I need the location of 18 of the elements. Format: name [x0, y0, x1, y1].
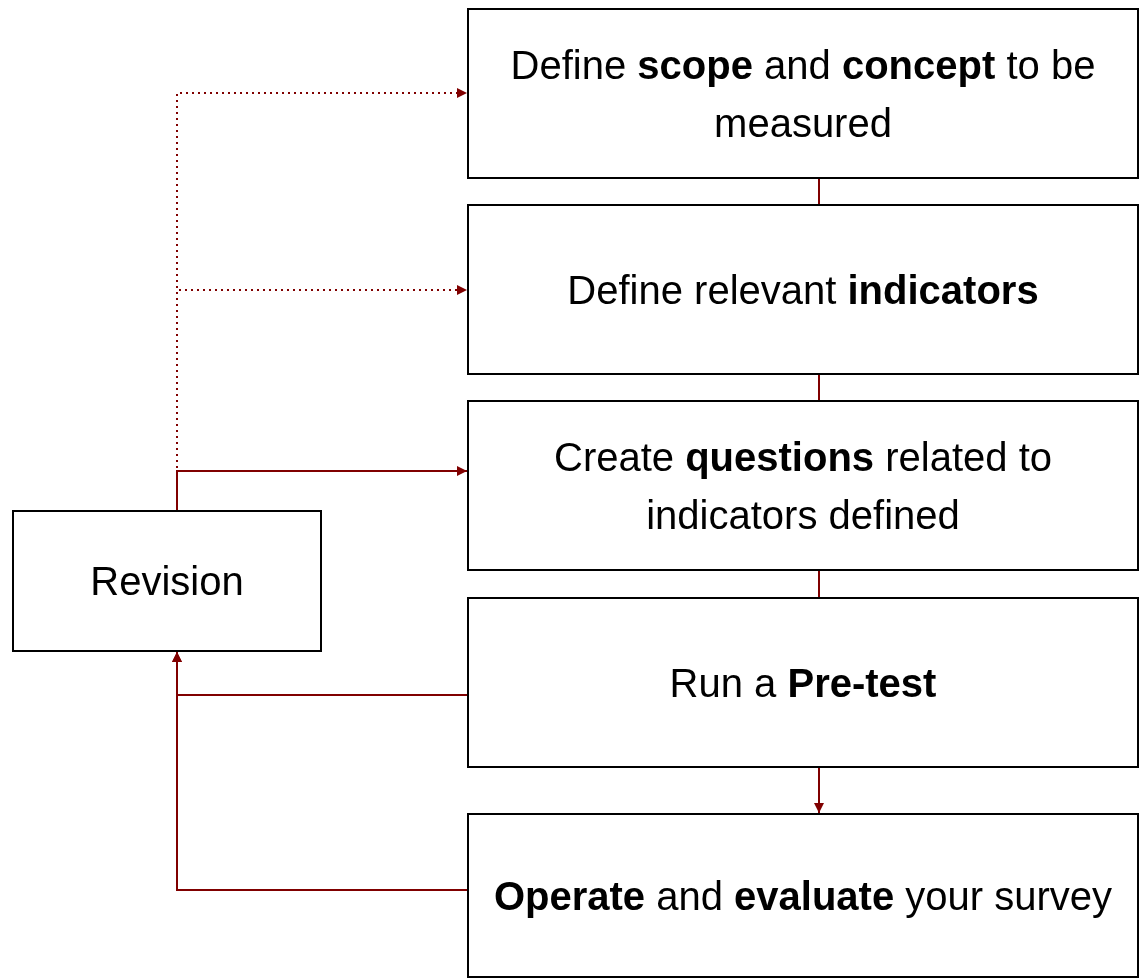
process-box	[467, 204, 1139, 375]
box-text: Define scope and concept to be measured	[509, 41, 1097, 147]
connector-line	[818, 570, 820, 598]
process-box	[12, 510, 322, 652]
box-text: Revision	[90, 558, 244, 605]
box-text: Define relevant indicators	[567, 266, 1039, 314]
box-text: Create questions related to indicators defined	[553, 433, 1053, 539]
process-box	[467, 813, 1139, 978]
process-box	[467, 400, 1139, 571]
process-box	[467, 597, 1139, 768]
arrow	[176, 466, 468, 511]
connector-line	[818, 374, 820, 401]
box-text: Run a Pre-test	[669, 659, 937, 707]
process-box	[467, 8, 1139, 179]
connector-line	[818, 178, 820, 205]
arrow	[172, 651, 468, 891]
box-text: Operate and evaluate your survey	[493, 872, 1113, 920]
arrow	[814, 767, 824, 814]
